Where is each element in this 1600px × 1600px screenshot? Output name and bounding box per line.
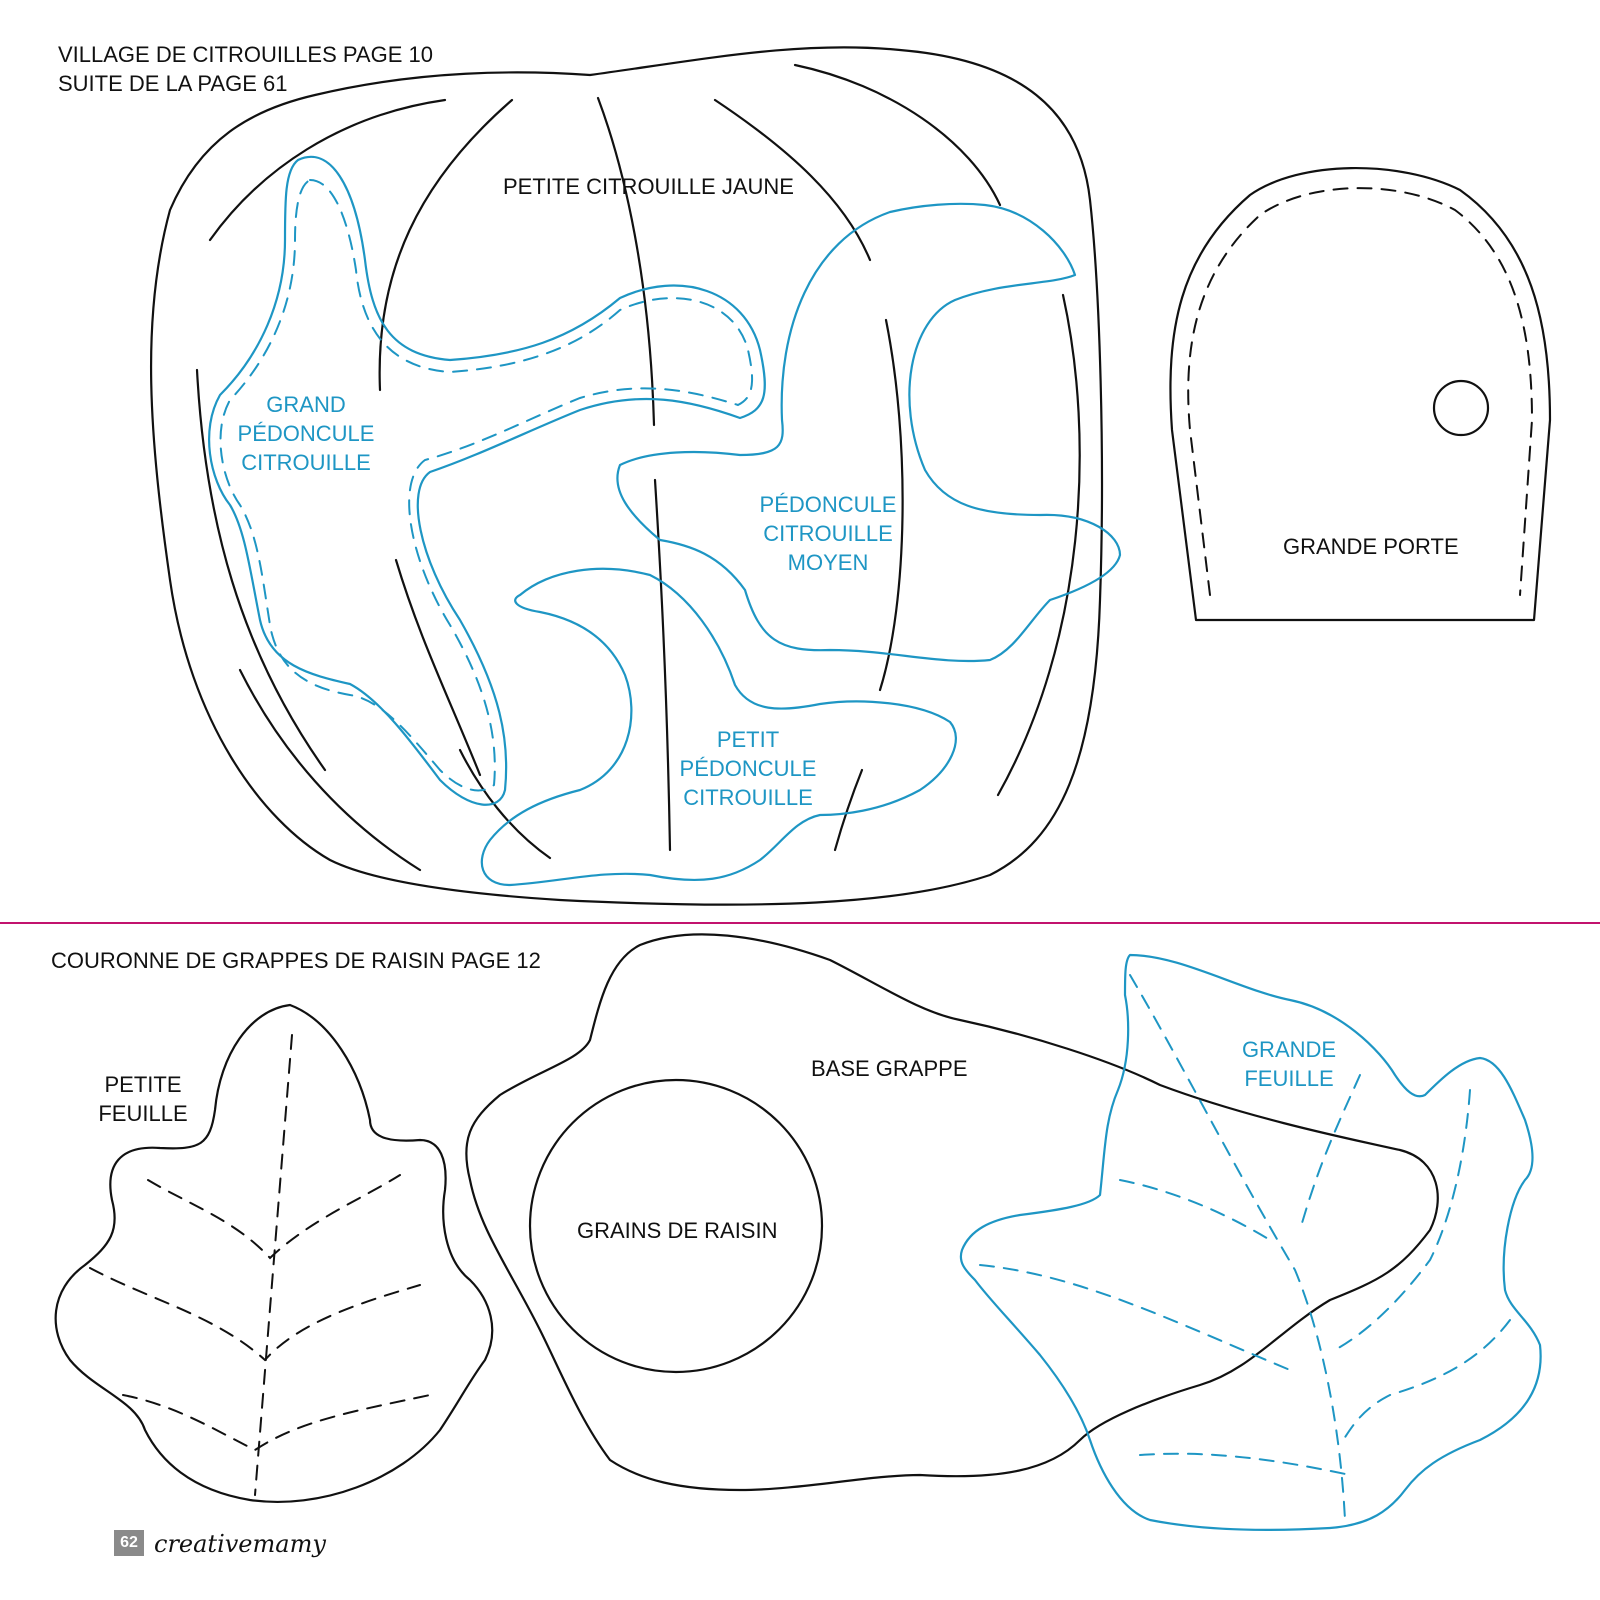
large-leaf-vein xyxy=(1334,1089,1471,1351)
pumpkin-rib xyxy=(793,63,1002,207)
grapes-label: GRAINS DE RAISIN xyxy=(577,1218,778,1243)
grand-stem-label: GRAND PÉDONCULE CITROUILLE xyxy=(226,390,386,477)
grape-base-outline xyxy=(465,933,1439,1492)
small-leaf-vein xyxy=(122,1394,431,1452)
pumpkin-label: PETITE CITROUILLE JAUNE xyxy=(503,174,794,199)
large-leaf-vein xyxy=(1299,1074,1361,1231)
pumpkin-rib xyxy=(596,96,656,427)
small-leaf-outline xyxy=(54,1003,494,1504)
grand-stem-label-line: GRAND xyxy=(266,392,346,417)
small-stem-label-line: PÉDONCULE xyxy=(679,756,817,781)
large-leaf-vein xyxy=(1129,974,1346,1521)
pumpkin-rib xyxy=(238,668,422,872)
grand-stem-label-line: CITROUILLE xyxy=(241,450,371,475)
pumpkin-rib xyxy=(195,368,327,772)
small-stem-label: PETIT PÉDONCULE CITROUILLE xyxy=(668,725,828,812)
grand-stem-seam xyxy=(219,178,754,792)
pumpkin-rib xyxy=(394,558,482,777)
large-leaf-outline xyxy=(959,953,1542,1532)
pumpkin-outline xyxy=(149,46,1104,906)
medium-stem-outline xyxy=(616,202,1122,663)
door-seam xyxy=(1187,187,1534,596)
pumpkin-rib xyxy=(713,98,872,262)
small-stem-label-line: CITROUILLE xyxy=(683,785,813,810)
large-leaf-vein xyxy=(979,1264,1291,1371)
large-leaf-vein xyxy=(1139,1452,1351,1476)
grape-section-title: COURONNE DE GRAPPES DE RAISIN PAGE 12 xyxy=(51,948,541,973)
small-leaf-vein xyxy=(147,1174,401,1260)
small-leaf-label-line: FEUILLE xyxy=(98,1101,188,1126)
grape-base-label: BASE GRAPPE xyxy=(811,1056,968,1081)
door-outline xyxy=(1169,167,1552,622)
brand-logo: creativemamy xyxy=(154,1530,326,1558)
medium-stem-label-line: PÉDONCULE xyxy=(759,492,897,517)
small-stem-label-line: PETIT xyxy=(716,727,780,752)
pumpkin-rib xyxy=(208,98,447,242)
small-leaf-vein xyxy=(89,1267,421,1362)
grand-stem-outline xyxy=(208,155,766,806)
small-stem-outline xyxy=(480,567,957,887)
pumpkin-rib xyxy=(653,478,672,852)
door-label: GRANDE PORTE xyxy=(1283,534,1459,559)
medium-stem-label-line: CITROUILLE xyxy=(763,521,893,546)
header-title: VILLAGE DE CITROUILLES PAGE 10 xyxy=(58,42,433,67)
door-knob xyxy=(1432,379,1490,437)
pumpkin-rib xyxy=(378,98,514,392)
small-leaf-label: PETITE FEUILLE xyxy=(88,1070,198,1128)
pumpkin-rib xyxy=(833,768,864,852)
pumpkin-rib xyxy=(458,748,552,860)
large-leaf-vein xyxy=(1339,1319,1511,1446)
large-leaf-label-line: FEUILLE xyxy=(1244,1066,1334,1091)
page-number: 62 xyxy=(114,1530,144,1556)
pumpkin-rib xyxy=(878,318,904,692)
grand-stem-label-line: PÉDONCULE xyxy=(237,421,375,446)
grapes-circle xyxy=(528,1078,824,1374)
large-leaf-vein xyxy=(1119,1179,1271,1241)
medium-stem-label: PÉDONCULE CITROUILLE MOYEN xyxy=(748,490,908,577)
small-leaf-vein xyxy=(254,1034,293,1496)
pumpkin-rib xyxy=(996,293,1081,797)
header-subtitle: SUITE DE LA PAGE 61 xyxy=(58,71,288,96)
large-leaf-label: GRANDE FEUILLE xyxy=(1229,1035,1349,1093)
section-divider xyxy=(0,922,1600,924)
medium-stem-label-line: MOYEN xyxy=(787,550,869,575)
small-leaf-label-line: PETITE xyxy=(104,1072,182,1097)
large-leaf-label-line: GRANDE xyxy=(1241,1037,1337,1062)
